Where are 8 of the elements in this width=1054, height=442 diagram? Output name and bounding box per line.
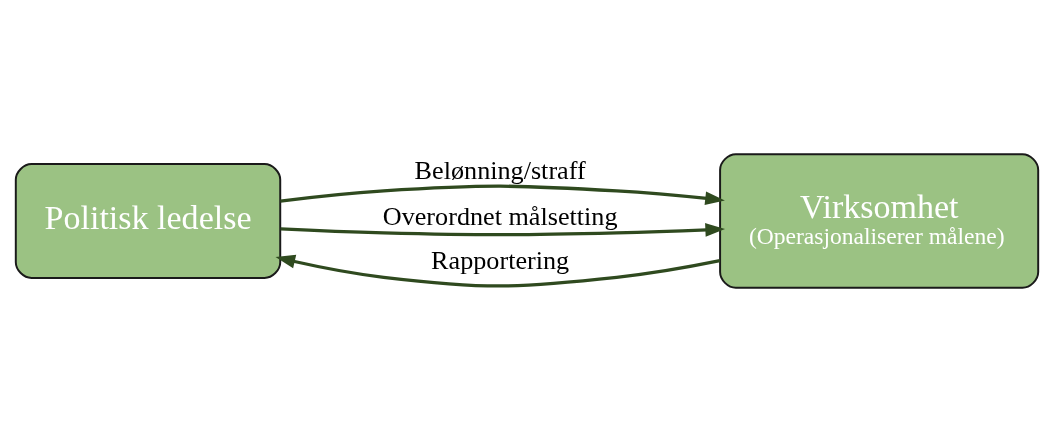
edge-label: Overordnet målsetting (382, 201, 618, 231)
edge-label: Rapportering (431, 246, 570, 276)
arrow (280, 184, 725, 206)
arrow (280, 223, 726, 237)
node-box: Politisk ledelse (14, 163, 282, 279)
node-box: Virksomhet (Operasjonaliserer målene) (719, 153, 1040, 289)
arrow (275, 254, 721, 288)
edge-label: Belønning/straff (414, 156, 586, 186)
